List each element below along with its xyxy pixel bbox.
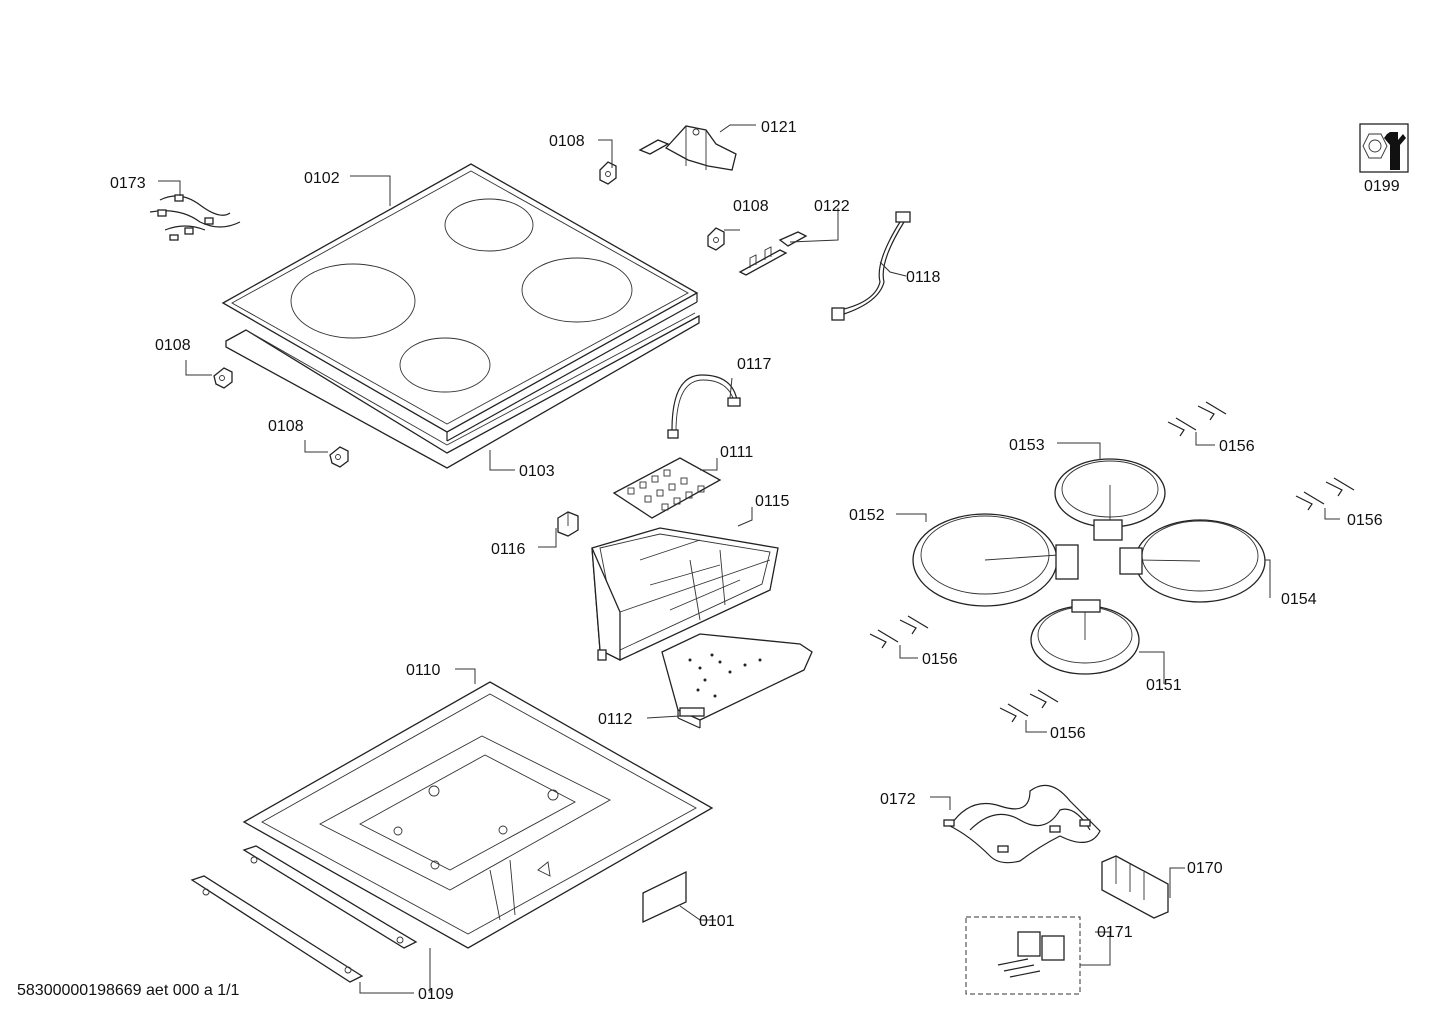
leader-lines bbox=[158, 124, 1340, 994]
label-0156-d: 0156 bbox=[1050, 725, 1086, 742]
part-number-labels: 0173 0102 0108 0121 0108 0122 0118 0108 … bbox=[110, 119, 1400, 1003]
part-0154-heating-element bbox=[1119, 519, 1266, 603]
label-0108-top: 0108 bbox=[549, 133, 585, 150]
label-0171: 0171 bbox=[1097, 924, 1133, 941]
label-0102: 0102 bbox=[304, 170, 340, 187]
part-0172-wiring-harness bbox=[943, 784, 1101, 864]
part-0121-bracket bbox=[638, 125, 737, 171]
part-0156-clips-a bbox=[1167, 401, 1227, 437]
part-0117-ribbon-cable bbox=[667, 374, 741, 439]
part-0111-control-board bbox=[612, 457, 722, 519]
part-0156-clips-d bbox=[999, 689, 1059, 723]
label-0101: 0101 bbox=[699, 913, 735, 930]
label-0153: 0153 bbox=[1009, 437, 1045, 454]
part-0153-heating-element bbox=[1054, 458, 1166, 541]
part-0109-mounting-rails bbox=[190, 845, 418, 983]
label-0173: 0173 bbox=[110, 175, 146, 192]
label-0156-a: 0156 bbox=[1219, 438, 1255, 455]
part-0108-fixing-left bbox=[213, 367, 233, 389]
label-0109: 0109 bbox=[418, 986, 454, 1003]
label-0122: 0122 bbox=[814, 198, 850, 215]
label-0108-low: 0108 bbox=[268, 418, 304, 435]
part-0112-power-board bbox=[661, 633, 813, 729]
part-0103-frame-seal bbox=[225, 312, 700, 469]
part-0122-latch bbox=[738, 231, 808, 276]
label-0112: 0112 bbox=[598, 711, 633, 728]
document-footer-code: 58300000198669 aet 000 a 1/1 bbox=[17, 982, 240, 999]
service-tool-icon bbox=[1359, 123, 1409, 173]
part-0110-bottom-tray bbox=[242, 681, 714, 949]
part-0173-brackets bbox=[149, 194, 241, 241]
label-0156-b: 0156 bbox=[1347, 512, 1383, 529]
label-0156-c: 0156 bbox=[922, 651, 958, 668]
part-0102-glass-ceramic-top bbox=[221, 163, 699, 442]
label-0110: 0110 bbox=[406, 662, 441, 679]
part-0115-electronics-housing bbox=[591, 527, 779, 662]
part-0108-fixing-mid bbox=[707, 227, 725, 251]
label-0170: 0170 bbox=[1187, 860, 1223, 877]
label-0115: 0115 bbox=[755, 493, 790, 510]
label-0103: 0103 bbox=[519, 463, 555, 480]
label-0151: 0151 bbox=[1146, 677, 1182, 694]
part-0171-connector-kit bbox=[965, 916, 1081, 995]
part-0118-cable bbox=[831, 211, 911, 321]
label-0117: 0117 bbox=[737, 356, 772, 373]
part-0156-clips-b bbox=[1295, 477, 1355, 511]
part-0151-heating-element bbox=[1030, 599, 1140, 675]
part-0152-heating-element bbox=[912, 513, 1079, 607]
label-0154: 0154 bbox=[1281, 591, 1317, 608]
label-0121: 0121 bbox=[761, 119, 797, 136]
label-0111: 0111 bbox=[720, 444, 753, 461]
part-0170-terminal-block bbox=[1101, 855, 1169, 919]
part-0108-fixing-top bbox=[599, 161, 617, 185]
label-0172: 0172 bbox=[880, 791, 916, 808]
part-0101-rating-plate bbox=[642, 870, 687, 924]
label-0108-mid: 0108 bbox=[733, 198, 769, 215]
part-0116-clip bbox=[557, 511, 579, 537]
label-0152: 0152 bbox=[849, 507, 885, 524]
label-0116: 0116 bbox=[491, 541, 526, 558]
part-0156-clips-c bbox=[869, 615, 929, 649]
label-0108-left: 0108 bbox=[155, 337, 191, 354]
label-0199: 0199 bbox=[1364, 178, 1400, 195]
label-0118: 0118 bbox=[906, 269, 941, 286]
part-0108-fixing-low bbox=[329, 446, 349, 468]
